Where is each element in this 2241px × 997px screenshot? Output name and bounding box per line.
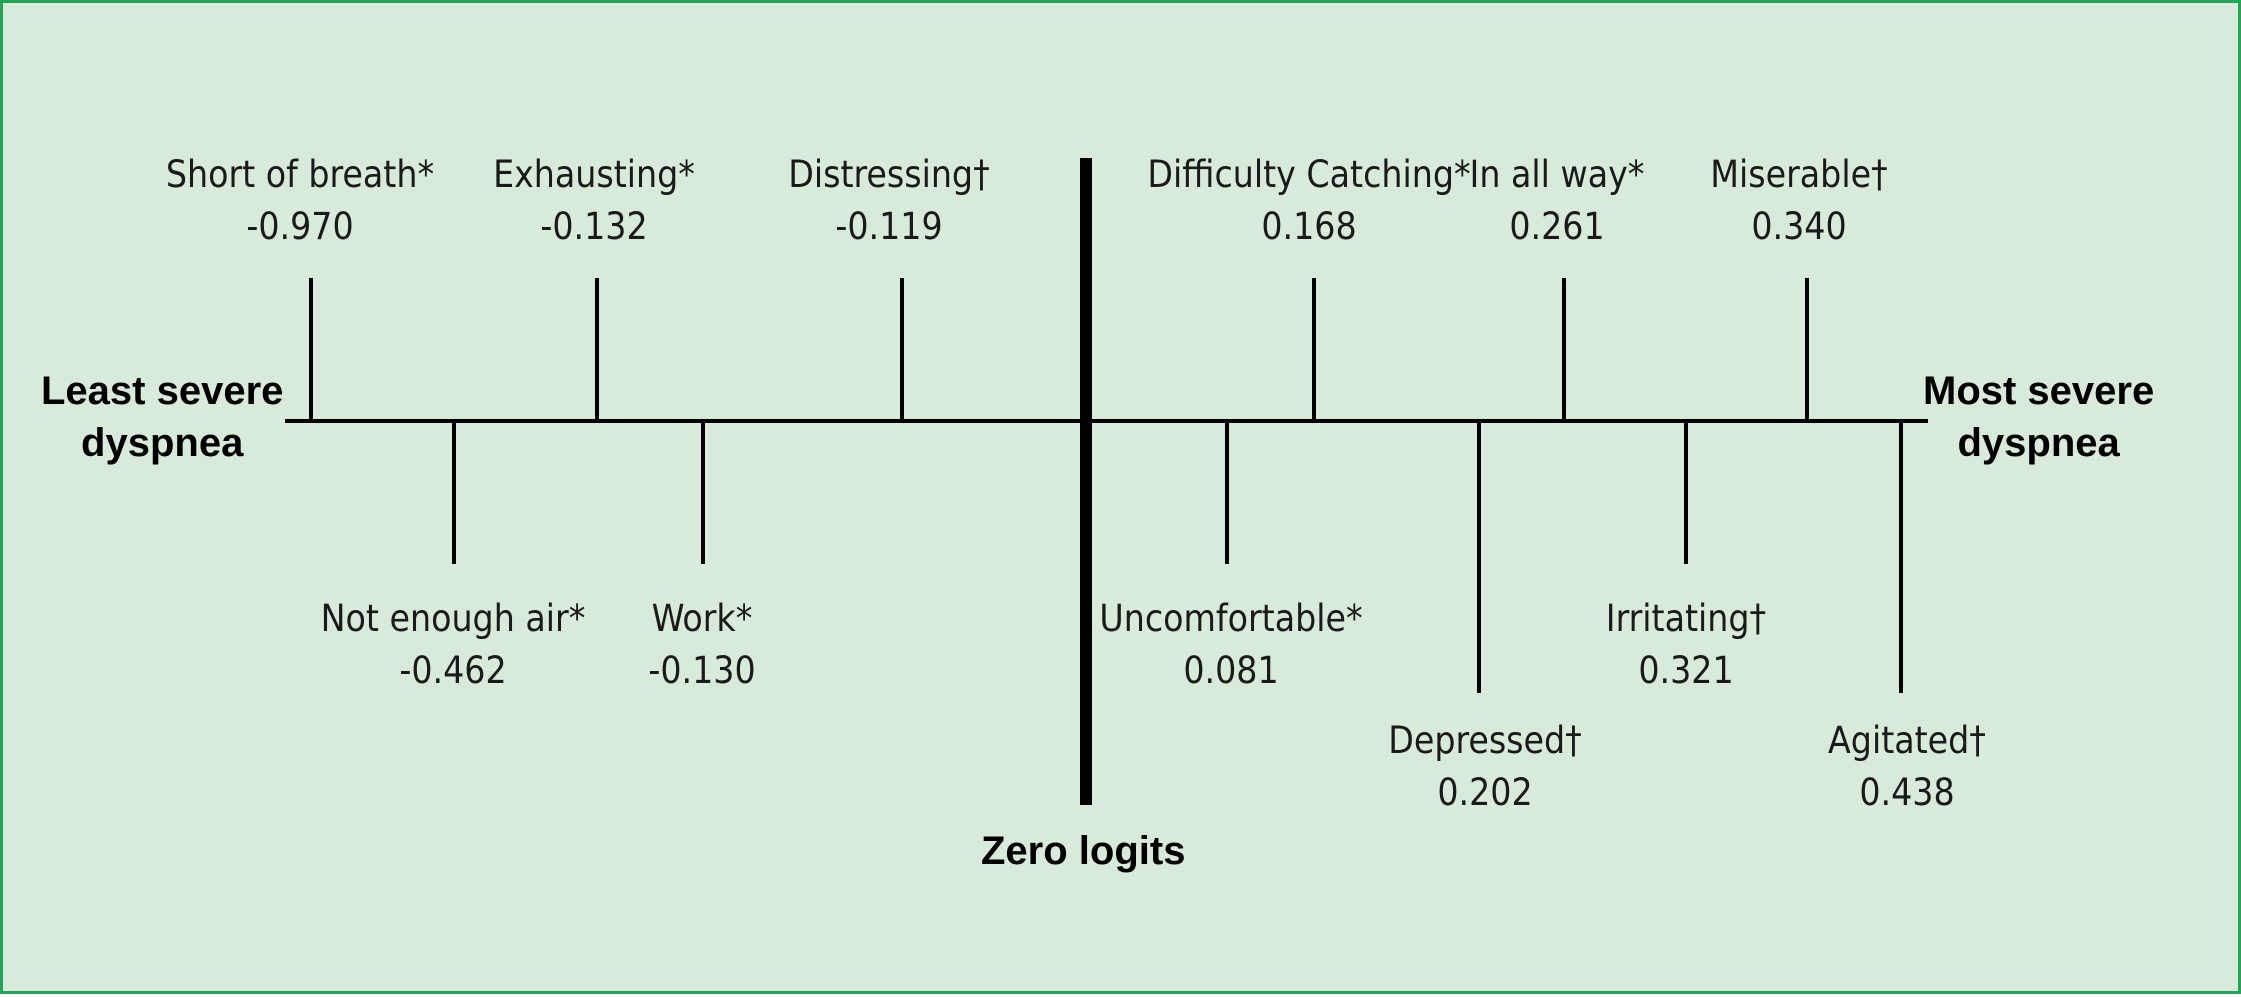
item-label: Depressed†	[1388, 719, 1582, 762]
item-logit-value: 0.261	[1509, 205, 1605, 248]
item-label: Not enough air*	[320, 597, 586, 640]
item-label: Miserable†	[1710, 153, 1888, 196]
tick-layer	[309, 278, 1903, 693]
item-label-group: Exhausting* -0.132	[414, 149, 774, 253]
item-label-group: Agitated† 0.438	[1727, 715, 2087, 819]
item-label: Work*	[651, 597, 753, 640]
item-label: Distressing†	[788, 153, 990, 196]
item-logit-value: -0.462	[399, 649, 507, 692]
item-label: Uncomfortable*	[1099, 597, 1363, 640]
item-logit-value: 0.438	[1859, 771, 1955, 814]
zero-logits-label: Zero logits	[981, 829, 1186, 873]
item-logit-value: 0.340	[1751, 205, 1847, 248]
item-label-group: Irritating† 0.321	[1506, 593, 1866, 697]
item-logit-value: -0.970	[246, 205, 354, 248]
item-label: Difficulty Catching*	[1147, 153, 1471, 196]
most-severe-label: Most severe dyspnea	[1923, 365, 2154, 469]
item-label-group: Depressed† 0.202	[1305, 715, 1665, 819]
least-severe-label: Least severe dyspnea	[41, 365, 283, 469]
item-label: In all way*	[1469, 153, 1645, 196]
item-label-group: In all way* 0.261	[1377, 149, 1737, 253]
item-label-group: Uncomfortable* 0.081	[1051, 593, 1411, 697]
item-label-group: Distressing† -0.119	[709, 149, 1069, 253]
item-logit-value: -0.130	[648, 649, 756, 692]
item-logit-value: -0.132	[540, 205, 648, 248]
item-label: Agitated†	[1828, 719, 1986, 762]
least-severe-line-2: dyspnea	[81, 421, 244, 465]
item-label-group: Work* -0.130	[522, 593, 882, 697]
least-severe-line-1: Least severe	[41, 369, 284, 413]
item-label-group: Difficulty Catching* 0.168	[1129, 149, 1489, 253]
item-logit-value: -0.119	[835, 205, 943, 248]
item-label: Short of breath*	[165, 153, 435, 196]
logit-scale-diagram	[285, 158, 1928, 805]
item-label: Exhausting*	[493, 153, 695, 196]
item-logit-value: 0.081	[1183, 649, 1279, 692]
most-severe-line-2: dyspnea	[1957, 421, 2120, 465]
item-label-group: Short of breath* -0.970	[120, 149, 480, 253]
item-label-group: Not enough air* -0.462	[273, 593, 633, 697]
most-severe-line-1: Most severe	[1923, 369, 2155, 413]
item-logit-value: 0.202	[1437, 771, 1533, 814]
item-label-group: Miserable† 0.340	[1619, 149, 1979, 253]
item-label: Irritating†	[1605, 597, 1767, 640]
item-logit-value: 0.321	[1638, 649, 1734, 692]
item-logit-value: 0.168	[1261, 205, 1357, 248]
